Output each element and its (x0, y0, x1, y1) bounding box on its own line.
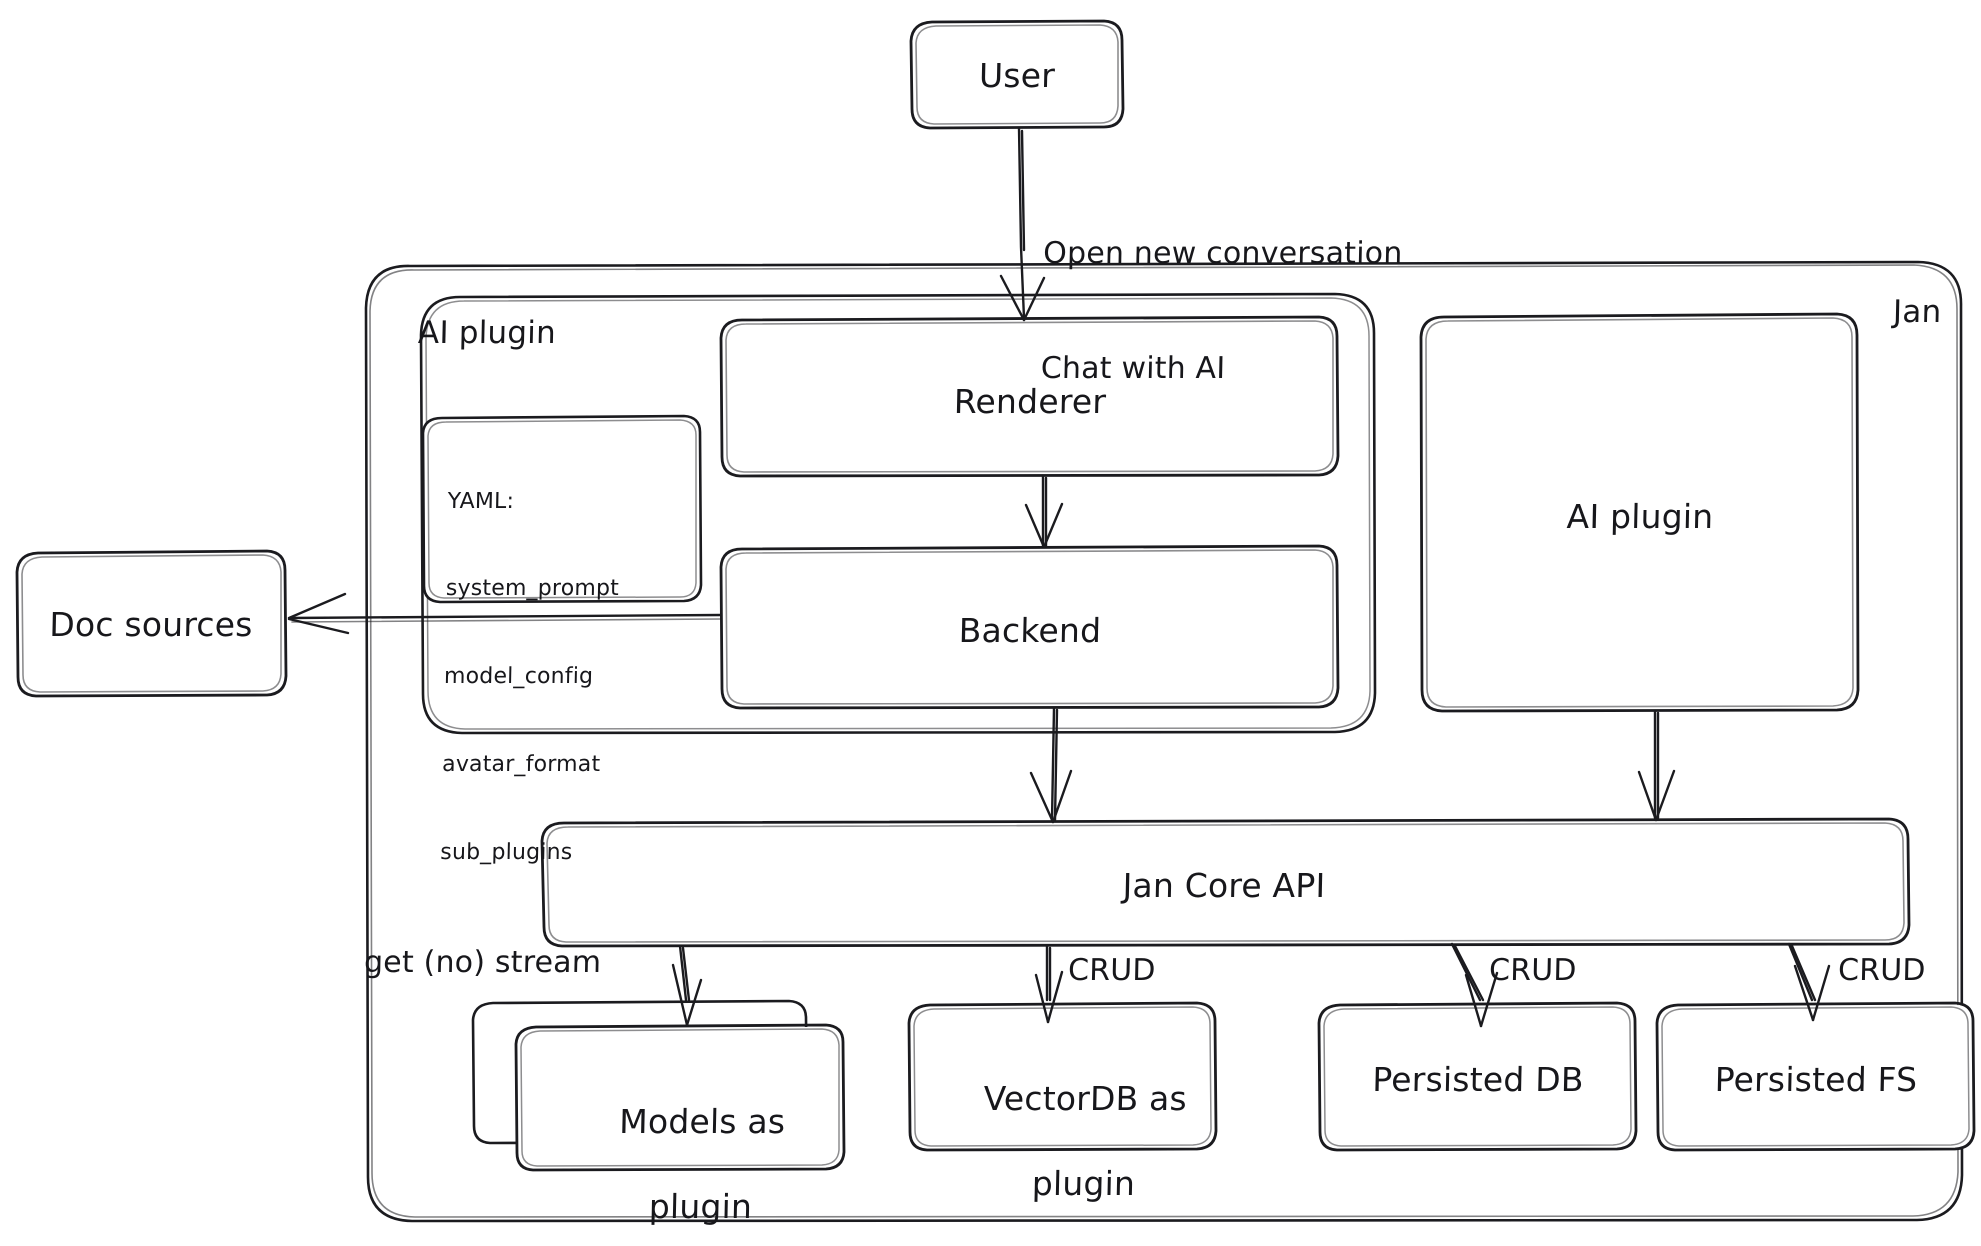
yaml-key-system-prompt: system_prompt (445, 576, 620, 602)
models-as-plugin-line1: Models as (618, 1102, 786, 1142)
arrow-jan-core-api-to-persisted-db (1450, 942, 1499, 1028)
edge-label-get-no-stream: get (no) stream (363, 945, 602, 980)
edge-label-crud-persisted-db: CRUD (1488, 953, 1578, 988)
yaml-note-heading: YAML: (447, 488, 515, 514)
jan-core-api-shape (540, 817, 1911, 948)
persisted-fs-label: Persisted FS (1714, 1060, 1918, 1099)
yaml-note-text: YAML: system_prompt model_config avatar_… (439, 428, 623, 925)
arrow-backend-to-jan-core-api (1029, 706, 1073, 824)
arrow-jan-core-api-to-persisted-fs (1787, 942, 1831, 1022)
jan-core-api-label: Jan Core API (1122, 866, 1326, 905)
edge-label-crud-persisted-fs: CRUD (1837, 953, 1927, 988)
yaml-key-model-config: model_config (443, 664, 594, 689)
jan-container-shape (364, 260, 1964, 1223)
doc-sources-box-shape (15, 549, 288, 698)
arrow-jan-core-api-to-models (671, 944, 703, 1027)
arrow-user-to-renderer (999, 126, 1046, 322)
persisted-db-label: Persisted DB (1371, 1060, 1585, 1099)
user-box-shape (909, 19, 1125, 130)
yaml-note-shape (421, 414, 703, 604)
yaml-key-avatar-format: avatar_format (441, 751, 601, 777)
models-as-plugin-shape (514, 1023, 846, 1172)
ai-plugin-box-shape (1419, 312, 1860, 713)
arrow-renderer-to-backend (1024, 474, 1064, 549)
yaml-key-sub-plugins: sub_plugins (440, 839, 573, 865)
backend-label: Backend (958, 611, 1102, 650)
vectordb-as-plugin-line2: plugin (1031, 1163, 1136, 1203)
arrow-jan-core-api-to-vectordb (1034, 944, 1064, 1024)
arrow-backend-to-doc-sources (287, 592, 723, 635)
edge-label-crud-vectordb: CRUD (1067, 953, 1157, 988)
persisted-fs-shape (1655, 1001, 1976, 1152)
vectordb-as-plugin-line1: VectorDB as (983, 1079, 1188, 1119)
persisted-db-shape (1317, 1001, 1638, 1152)
models-as-plugin-line2: plugin (648, 1186, 753, 1226)
user-label: User (978, 56, 1056, 95)
doc-sources-label: Doc sources (48, 605, 254, 644)
edge-label-line-chat-with-ai: Chat with AI (1040, 350, 1226, 386)
edge-label-user-to-renderer: Open new conversation Chat with AI (1039, 158, 1405, 465)
models-as-plugin-label: Models as plugin (573, 1059, 786, 1246)
edge-label-line-open-new-conversation: Open new conversation (1042, 235, 1403, 271)
ai-plugin-box-label: AI plugin (1566, 497, 1714, 536)
arrow-ai-plugin-to-jan-core-api (1637, 709, 1676, 822)
ai-plugin-group-shape (419, 292, 1377, 735)
jan-container-label: Jan (1892, 294, 1942, 330)
ai-plugin-group-label: AI plugin (417, 315, 557, 351)
backend-box-shape (719, 544, 1340, 710)
vectordb-as-plugin-label: VectorDB as plugin (938, 1036, 1189, 1246)
vectordb-as-plugin-shape (907, 1001, 1218, 1152)
renderer-box-shape (719, 315, 1340, 478)
